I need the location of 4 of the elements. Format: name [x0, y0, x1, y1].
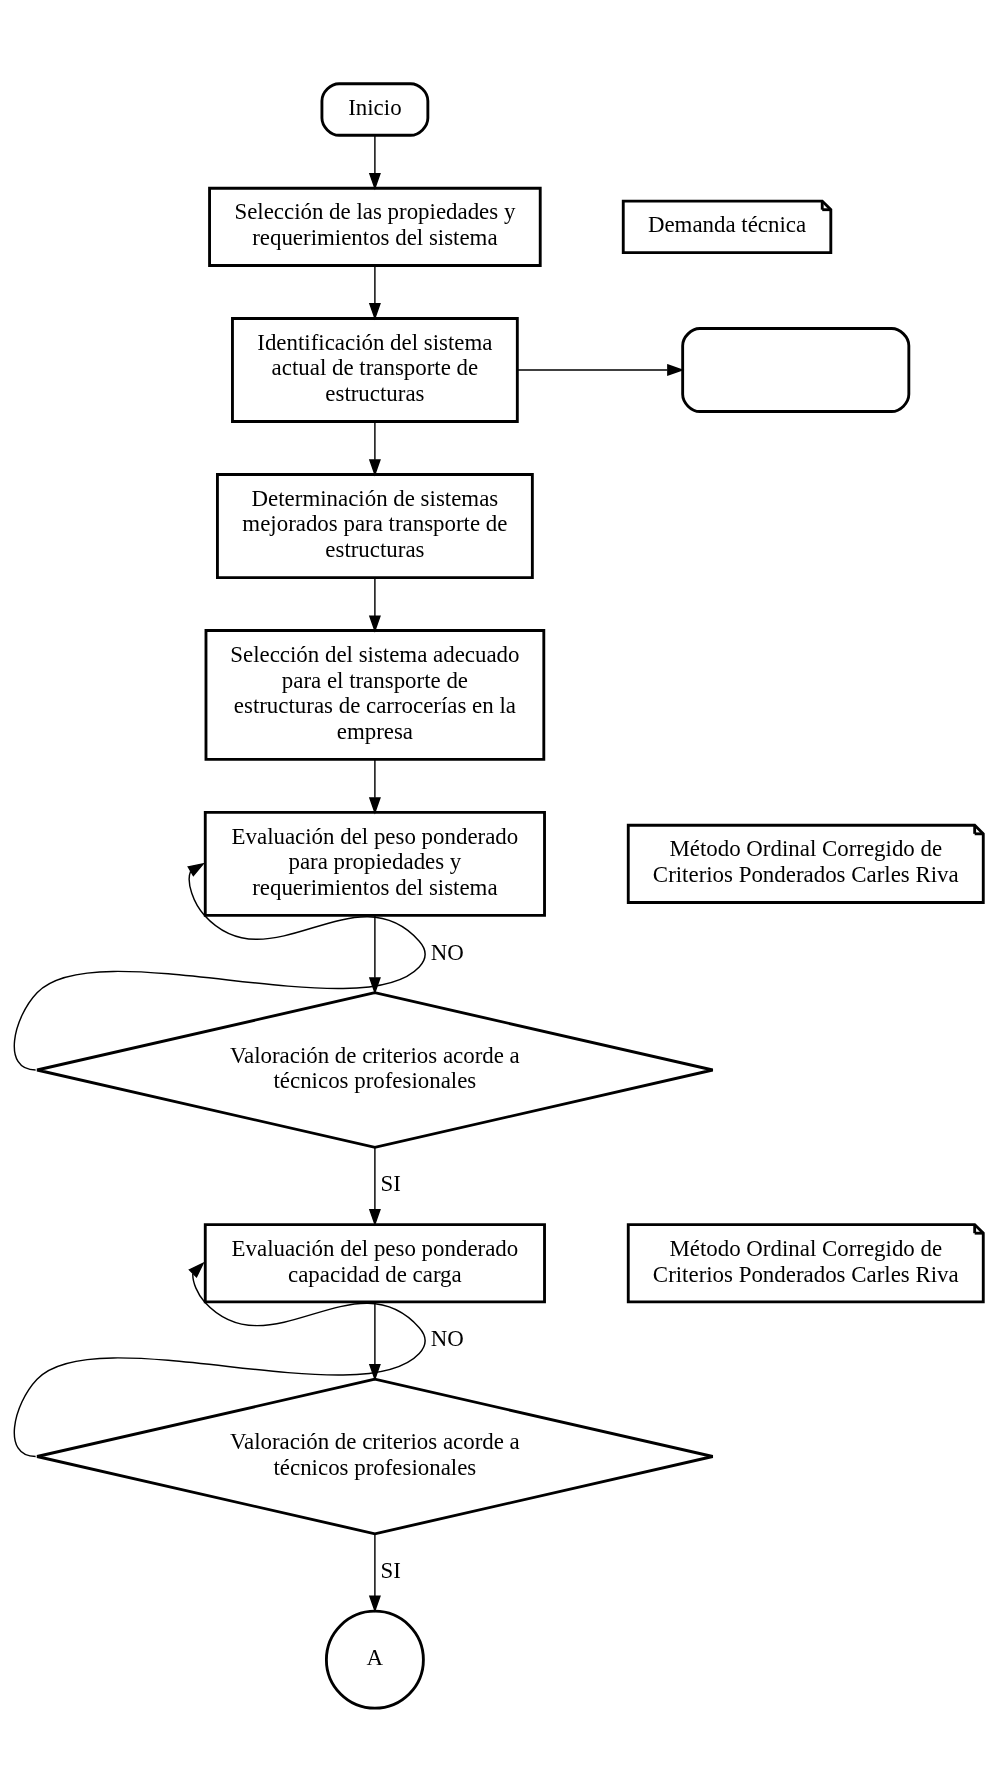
edge-label: SI	[380, 1170, 401, 1196]
edge-label: NO	[430, 1325, 464, 1351]
edge-label: NO	[430, 939, 464, 964]
edge-label: SI	[380, 1557, 401, 1583]
